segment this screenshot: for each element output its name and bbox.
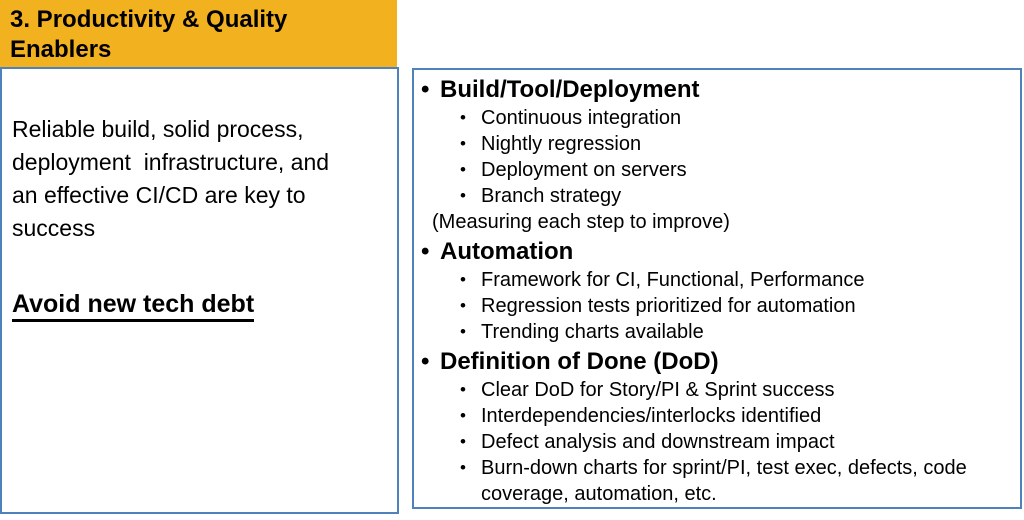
bullet-icon: • bbox=[460, 134, 466, 153]
bullet-icon: • bbox=[460, 458, 466, 477]
bullet-icon: • bbox=[460, 432, 466, 451]
list-item-text: Interdependencies/interlocks identified bbox=[481, 405, 822, 427]
bullet-icon: • bbox=[460, 296, 466, 315]
bullet-icon: • bbox=[460, 108, 466, 127]
build-section-note: (Measuring each step to improve) bbox=[432, 211, 730, 233]
list-item: • Clear DoD for Story/PI & Sprint succes… bbox=[460, 377, 1016, 403]
bullet-icon: • bbox=[421, 238, 430, 265]
list-item-text: Burn-down charts for sprint/PI, test exe… bbox=[481, 457, 967, 505]
bullet-icon: • bbox=[460, 186, 466, 205]
list-item: • Trending charts available bbox=[460, 319, 1016, 345]
dod-item-list: • Clear DoD for Story/PI & Sprint succes… bbox=[418, 377, 1016, 507]
list-item-text: Framework for CI, Functional, Performanc… bbox=[481, 269, 865, 291]
list-item: • Continuous integration bbox=[460, 105, 1016, 131]
list-item-text: Branch strategy bbox=[481, 185, 622, 207]
bullet-icon: • bbox=[460, 380, 466, 399]
bullet-icon: • bbox=[460, 322, 466, 341]
bullet-icon: • bbox=[460, 160, 466, 179]
bullet-icon: • bbox=[421, 76, 430, 103]
list-item: • Interdependencies/interlocks identifie… bbox=[460, 403, 1016, 429]
section-heading-text: Build/Tool/Deployment bbox=[440, 76, 700, 103]
list-item-text: Regression tests prioritized for automat… bbox=[481, 295, 856, 317]
bullet-icon: • bbox=[421, 348, 430, 375]
header-box: 3. Productivity & Quality Enablers bbox=[0, 0, 397, 67]
left-panel: Reliable build, solid process, deploymen… bbox=[0, 67, 399, 514]
section-heading-dod: • Definition of Done (DoD) bbox=[418, 347, 1016, 377]
list-item-text: Nightly regression bbox=[481, 133, 642, 155]
bullet-icon: • bbox=[460, 270, 466, 289]
section-heading-automation: • Automation bbox=[418, 237, 1016, 267]
list-item: • Regression tests prioritized for autom… bbox=[460, 293, 1016, 319]
left-panel-paragraph: Reliable build, solid process, deploymen… bbox=[12, 116, 330, 241]
list-item: • Branch strategy bbox=[460, 183, 1016, 209]
right-panel: • Build/Tool/Deployment • Continuous int… bbox=[412, 68, 1022, 509]
list-item-text: Clear DoD for Story/PI & Sprint success bbox=[481, 379, 835, 401]
list-item: • Nightly regression bbox=[460, 131, 1016, 157]
section-heading-text: Automation bbox=[440, 238, 574, 265]
list-item-text: Trending charts available bbox=[481, 321, 704, 343]
section-heading-text: Definition of Done (DoD) bbox=[440, 348, 719, 375]
list-item: • Framework for CI, Functional, Performa… bbox=[460, 267, 1016, 293]
list-item: • Defect analysis and downstream impact bbox=[460, 429, 1016, 455]
bullet-icon: • bbox=[460, 406, 466, 425]
left-panel-emphasis: Avoid new tech debt bbox=[12, 290, 255, 322]
page-title: 3. Productivity & Quality Enablers bbox=[10, 6, 288, 63]
list-item-text: Defect analysis and downstream impact bbox=[481, 431, 835, 453]
list-item-text: Continuous integration bbox=[481, 107, 682, 129]
automation-item-list: • Framework for CI, Functional, Performa… bbox=[418, 267, 1016, 345]
list-item: • Burn-down charts for sprint/PI, test e… bbox=[460, 455, 1016, 507]
list-item: • Deployment on servers bbox=[460, 157, 1016, 183]
list-item-text: Deployment on servers bbox=[481, 159, 687, 181]
section-heading-build: • Build/Tool/Deployment bbox=[418, 75, 1016, 105]
build-item-list: • Continuous integration • Nightly regre… bbox=[418, 105, 1016, 209]
